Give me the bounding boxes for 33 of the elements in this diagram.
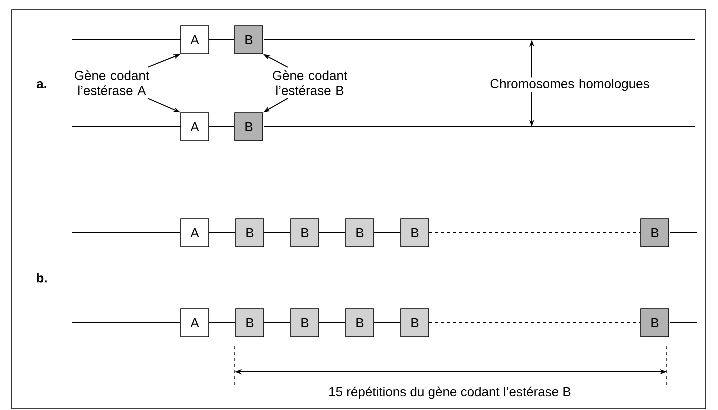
chromosome-segment — [318, 322, 346, 324]
gene-box: B — [346, 308, 374, 338]
gene-box: B — [640, 218, 670, 248]
panel-label: b. — [37, 273, 47, 283]
gene-box: B — [234, 26, 264, 54]
gene-box: B — [234, 112, 264, 142]
gene-box: B — [236, 218, 264, 248]
chromosome-segment — [428, 322, 642, 324]
chromosome-segment — [208, 232, 236, 234]
gene-box: A — [180, 112, 210, 142]
gene-label: Chromosomes homologues — [490, 78, 650, 92]
gene-box: A — [180, 26, 210, 54]
chromosome-segment — [374, 232, 402, 234]
chromosome-segment — [318, 232, 346, 234]
gene-box: B — [640, 308, 670, 338]
gene-box: B — [290, 218, 320, 248]
chromosome-segment — [264, 322, 292, 324]
dimension-label: 15 répétitions du gène codant l’estérase B — [330, 386, 571, 400]
chromosome-segment — [208, 322, 236, 324]
gene-box: A — [180, 308, 210, 338]
gene-box: B — [346, 218, 374, 248]
chromosome-segment — [428, 232, 642, 234]
gene-label: Gène codant l’estérase B — [273, 70, 348, 96]
panel-label: a. — [36, 81, 47, 89]
gene-box: B — [236, 308, 264, 338]
gene-box: B — [400, 308, 430, 338]
gene-label: Gène codant l’estérase A — [75, 70, 150, 96]
gene-box: A — [180, 218, 210, 248]
gene-box: B — [400, 218, 430, 248]
chromosome-segment — [264, 232, 292, 234]
gene-box: B — [290, 308, 320, 338]
chromosome-segment — [208, 126, 236, 128]
chromosome-segment — [374, 322, 402, 324]
